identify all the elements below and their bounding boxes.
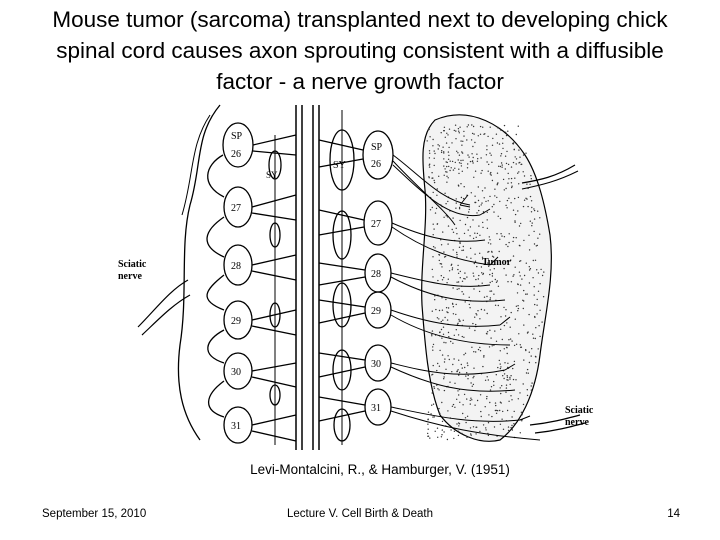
sciatic-label-line: nerve: [565, 417, 589, 428]
right-sciatic-nerve: [529, 414, 586, 434]
left-ganglion-26: [222, 122, 254, 168]
left-sciatic-nerve: [137, 279, 191, 336]
right-ganglion-label-29: 29: [371, 306, 381, 317]
figure-citation: Levi-Montalcini, R., & Hamburger, V. (19…: [250, 462, 510, 477]
left-ganglion-label-26: 26: [231, 149, 241, 160]
sprouting-axons: [390, 154, 541, 441]
footer-date: September 15, 2010: [42, 508, 147, 520]
right-ganglion-label-30: 30: [371, 359, 381, 370]
slide-number: 14: [667, 508, 680, 520]
left-ganglion-label-27: 27: [231, 203, 241, 214]
left-sp-label: SP: [231, 131, 243, 142]
left-sy-label: SY: [266, 170, 278, 180]
right-ganglion-26: [362, 130, 394, 180]
sciatic-label-line: Sciatic: [118, 259, 147, 270]
footer-lecture-title: Lecture V. Cell Birth & Death: [287, 508, 433, 520]
right-ganglion-27: [363, 200, 393, 246]
right-sp-label: SP: [371, 142, 383, 153]
left-ganglion-label-30: 30: [231, 367, 241, 378]
left-ganglion-label-29: 29: [231, 316, 241, 327]
right-ganglion-label-28: 28: [371, 269, 381, 280]
left-ganglion-label-31: 31: [231, 421, 241, 432]
right-ganglion-label-26: 26: [371, 159, 381, 170]
tumor-stipple: [426, 124, 545, 441]
tumor-label: Tumor: [482, 257, 512, 268]
left-ganglion-label-28: 28: [231, 261, 241, 272]
tumor-mass: [421, 114, 552, 442]
right-sy-label: SY: [333, 160, 346, 171]
sciatic-label-line: Sciatic: [565, 405, 594, 416]
right-ganglion-label-27: 27: [371, 219, 381, 230]
left-nerve-trunk: [177, 104, 221, 441]
slide-title: Mouse tumor (sarcoma) transplanted next …: [52, 7, 668, 94]
sciatic-label-line: nerve: [118, 271, 142, 282]
right-ganglion-label-31: 31: [371, 403, 381, 414]
